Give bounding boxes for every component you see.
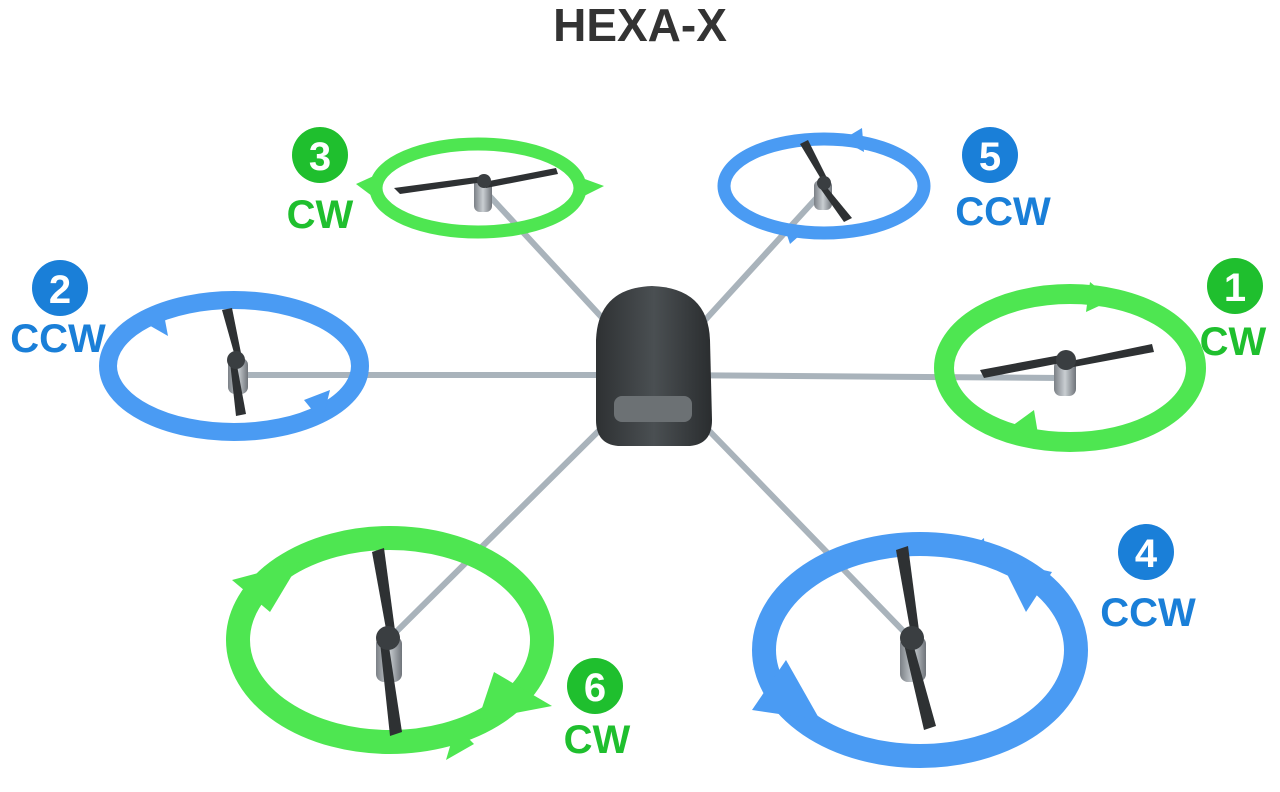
motor-label-6: 6 CW — [564, 658, 631, 762]
motor-number: 6 — [584, 666, 606, 710]
motor-direction: CCW — [1100, 591, 1196, 635]
rotation-ring-3 — [356, 137, 604, 239]
motor-number-badge — [567, 658, 623, 714]
motor-direction: CW — [564, 718, 631, 762]
motor-number-badge — [1207, 258, 1263, 314]
propeller-3 — [394, 168, 558, 212]
rotation-ring-2 — [99, 291, 369, 441]
rotation-ring-1 — [934, 282, 1206, 452]
propeller-1 — [980, 344, 1154, 396]
motor-number: 5 — [979, 135, 1001, 179]
rotation-ring-5 — [717, 128, 931, 244]
motor-label-3: 3 CW — [287, 127, 354, 237]
rotation-ring-6 — [226, 526, 554, 760]
propeller-2 — [222, 308, 248, 416]
rotation-ring-4 — [752, 532, 1088, 768]
motor-number-badge — [962, 127, 1018, 183]
motor-number-badge — [32, 260, 88, 316]
motor-label-1: 1 CW — [1200, 258, 1267, 364]
motor-direction: CW — [287, 193, 354, 237]
motor-number: 4 — [1135, 532, 1158, 576]
motor-label-2: 2 CCW — [10, 260, 106, 361]
motor-number-badge — [292, 127, 348, 183]
propeller-5 — [800, 140, 852, 222]
motor-label-5: 5 CCW — [955, 127, 1051, 234]
arm-1 — [652, 372, 1065, 381]
motor-direction: CCW — [10, 317, 106, 361]
propeller-6 — [372, 548, 402, 736]
motor-number: 2 — [49, 268, 71, 312]
motor-direction: CW — [1200, 320, 1267, 364]
flight-controller-body — [596, 286, 712, 446]
motor-number: 1 — [1224, 266, 1246, 310]
diagram-title: HEXA-X — [553, 0, 727, 51]
motor-label-4: 4 CCW — [1100, 524, 1196, 635]
motor-number-badge — [1118, 524, 1174, 580]
motor-direction: CCW — [955, 190, 1051, 234]
motor-number: 3 — [309, 135, 331, 179]
propeller-4 — [896, 546, 936, 730]
